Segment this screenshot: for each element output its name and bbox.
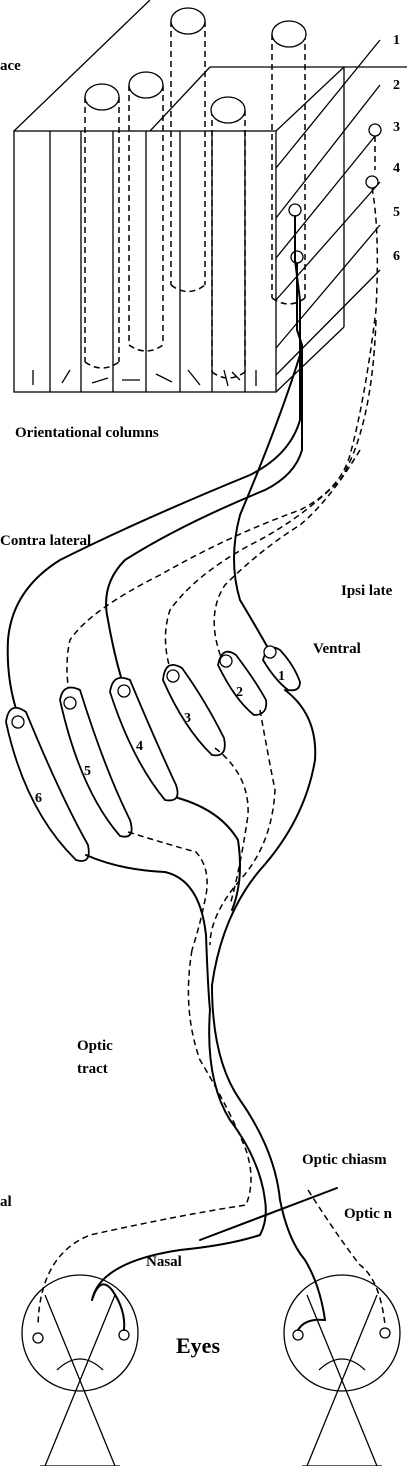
cortex-cell-contra-lower (290, 250, 304, 264)
lgn-layer-label: 1 (278, 669, 285, 684)
lgn-layer-label: 4 (136, 739, 143, 754)
optic-tract-label-line1: Optic (77, 1038, 113, 1054)
orientation-ticks (32, 369, 257, 387)
lgn-layers: 1 2 3 4 5 6 (5, 645, 301, 862)
lgn-layer-4: 4 (109, 676, 179, 802)
layer-lines (275, 39, 381, 376)
cortical-layer-label: 4 (393, 161, 400, 176)
cortex-label: ace (0, 58, 21, 74)
cylinder-columns (84, 7, 307, 379)
lgn-layer-label: 2 (236, 685, 243, 700)
lgn-layer-6: 6 (5, 706, 90, 862)
lgn-layer-1: 1 (262, 645, 301, 692)
lgn-layer-label: 5 (84, 764, 91, 779)
lgn-layer-label: 3 (184, 711, 191, 726)
cortex-cell-contra-upper (288, 203, 302, 217)
cortical-layer-numbers: 1 2 3 4 5 6 (393, 33, 400, 264)
left-eye (21, 1274, 139, 1466)
cortex-cell-ipsi-upper (368, 123, 382, 137)
lgn-layer-3: 3 (162, 664, 226, 757)
cortical-layer-label: 1 (393, 33, 400, 48)
eyes-label: Eyes (176, 1333, 220, 1358)
ventral-label: Ventral (313, 641, 361, 657)
optic-chiasm-label: Optic chiasm (302, 1152, 387, 1168)
contra-lateral-label: Contra lateral (0, 533, 91, 549)
cortex-cell-ipsi-lower (365, 175, 379, 189)
lgn-layer-label: 6 (35, 791, 42, 806)
optic-tract-label-line2: tract (77, 1061, 108, 1077)
retinogeniculate-fibers (37, 689, 386, 1326)
cortex-block (13, 0, 407, 393)
geniculocortical-fibers (6, 136, 379, 716)
right-eye (283, 1274, 401, 1466)
cortical-layer-label: 2 (393, 78, 400, 93)
lgn-layer-5: 5 (59, 686, 133, 838)
lgn-layer-2: 2 (217, 650, 268, 716)
orientational-columns-label: Orientational columns (15, 425, 159, 441)
cortical-layer-label: 6 (393, 249, 400, 264)
nasal-label: Nasal (146, 1254, 182, 1270)
cortical-layer-label: 5 (393, 205, 400, 220)
cortical-layer-label: 3 (393, 120, 400, 135)
temporal-label: al (0, 1194, 12, 1210)
ipsi-lateral-label: Ipsi late (341, 583, 393, 599)
optic-nerve-label: Optic n (344, 1206, 393, 1222)
